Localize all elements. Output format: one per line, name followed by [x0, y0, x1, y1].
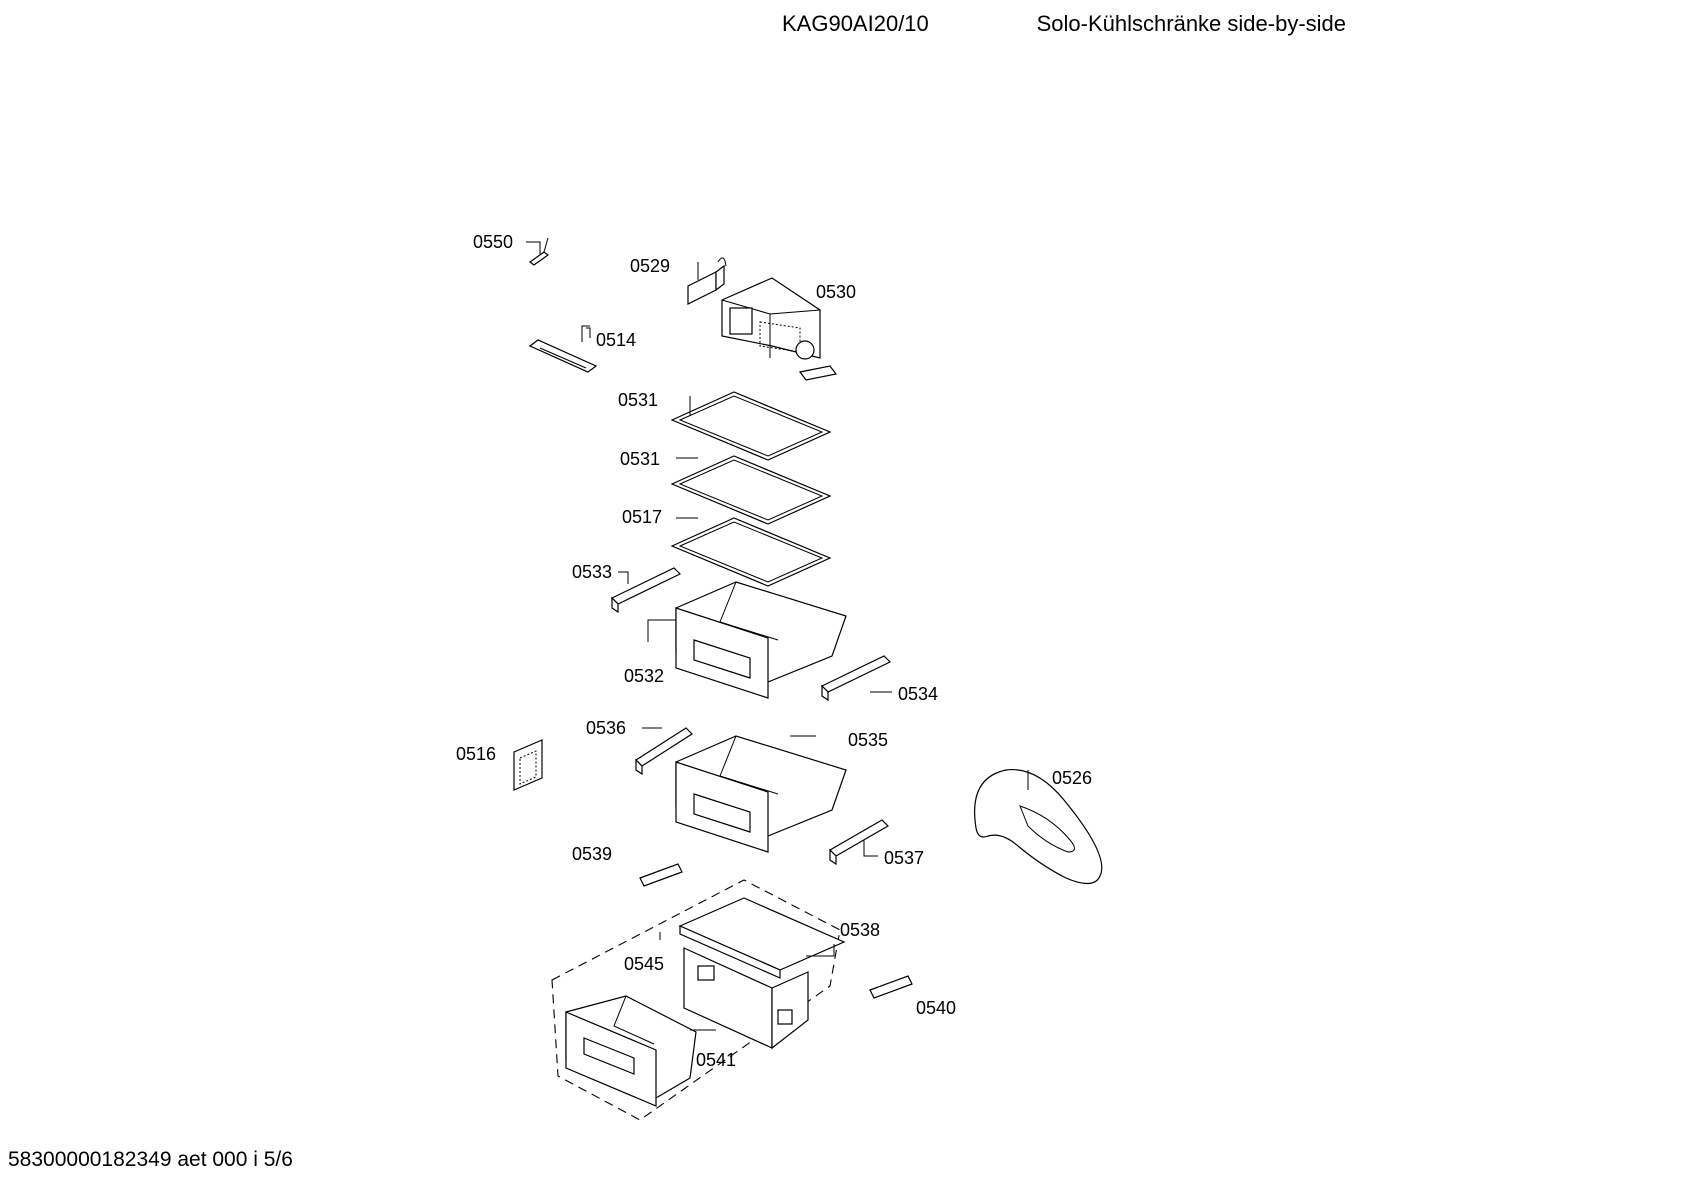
label-0514: 0514: [596, 330, 636, 350]
part-0517-shelf-bottom[interactable]: [670, 517, 832, 587]
part-0537-slide-rail[interactable]: [829, 819, 889, 866]
label-0516: 0516: [456, 744, 496, 764]
label-0538: 0538: [840, 920, 880, 940]
label-0531-top: 0531: [618, 390, 658, 410]
assembly-outline-0538: [551, 879, 841, 1121]
label-0540: 0540: [916, 998, 956, 1018]
label-0531-middle: 0531: [620, 449, 660, 469]
model-number: KAG90AI20/10: [782, 11, 929, 36]
label-0545: 0545: [624, 954, 664, 974]
part-0533-slide-rail[interactable]: [610, 567, 682, 614]
label-0534: 0534: [898, 684, 938, 704]
part-0514-rail[interactable]: [528, 339, 598, 373]
part-0534-slide-rail[interactable]: [820, 655, 892, 702]
label-0526: 0526: [1052, 768, 1092, 788]
part-0529-lamp[interactable]: [687, 257, 727, 305]
part-0541-small-drawer[interactable]: [565, 995, 697, 1107]
label-0529: 0529: [630, 256, 670, 276]
label-0517: 0517: [622, 507, 662, 527]
part-0539-cover-strip[interactable]: [639, 863, 683, 887]
label-0532: 0532: [624, 666, 664, 686]
part-0531-shelf-middle[interactable]: [670, 455, 832, 525]
label-0533: 0533: [572, 562, 612, 582]
part-0530-control-housing[interactable]: [721, 277, 838, 381]
label-0530: 0530: [816, 282, 856, 302]
part-0526-air-duct[interactable]: [974, 768, 1103, 885]
part-0540-cover-strip[interactable]: [869, 975, 913, 999]
label-0539: 0539: [572, 844, 612, 864]
part-0550-clip[interactable]: [528, 237, 550, 266]
label-0536: 0536: [586, 718, 626, 738]
part-0536-slide-rail[interactable]: [635, 727, 693, 776]
label-0541: 0541: [696, 1050, 736, 1070]
document-footer-id: 58300000182349 aet 000 i 5/6: [8, 1148, 293, 1171]
part-0531-shelf-top[interactable]: [670, 391, 832, 461]
label-0550: 0550: [473, 232, 513, 252]
part-0538-box-housing[interactable]: [683, 947, 809, 1050]
product-title: Solo-Kühlschränke side-by-side: [1036, 11, 1346, 36]
part-0532-upper-drawer[interactable]: [675, 581, 847, 699]
label-0535: 0535: [848, 730, 888, 750]
label-0537: 0537: [884, 848, 924, 868]
leader-lines: [526, 241, 1029, 1031]
part-0516-filter[interactable]: [513, 739, 543, 791]
part-0545-lid[interactable]: [678, 897, 846, 979]
part-0535-lower-drawer[interactable]: [675, 735, 847, 853]
